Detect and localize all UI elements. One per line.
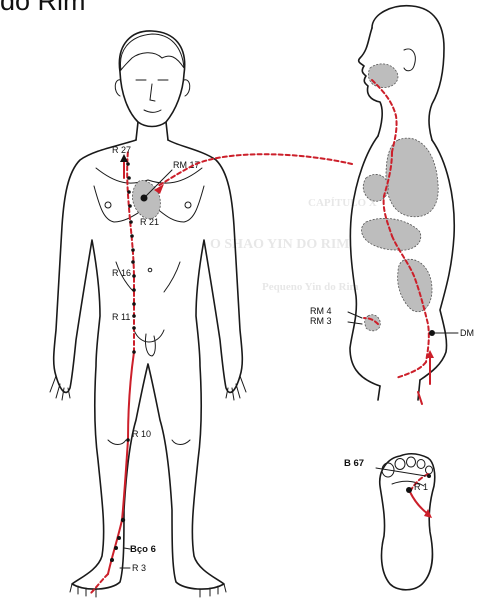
point [127,176,131,180]
intestines [398,259,432,312]
side-torso-front [350,136,380,386]
knees [108,440,190,445]
label-b67: B 67 [344,458,364,469]
side-meridian-throat [372,80,397,152]
point [128,204,132,208]
toe-2 [395,459,405,470]
toe-4 [417,460,425,469]
mouth [144,110,161,112]
point [132,326,136,330]
point [131,248,135,252]
right-pectoral [156,186,204,222]
right-ear [184,80,190,96]
lung [386,138,438,217]
b67-point [427,474,431,478]
ghost-subheading: Pequeno Yin do Rim [262,281,359,293]
toe-5 [426,466,433,474]
point [130,234,134,238]
side-meridian-lower [396,362,426,378]
label-dm: DM [460,328,474,338]
meridian-foot-line [90,574,108,594]
connector-line [158,154,352,186]
meridian-leg-line [108,352,134,574]
label-r1: R 1 [414,482,428,492]
point [117,536,121,540]
dm-point [429,330,435,336]
point [132,314,136,318]
point [126,438,130,442]
ghost-chapter: CAPÍTULO X [308,197,377,209]
label-rm3: RM 3 [310,316,332,326]
label-r10: R 10 [132,429,151,439]
toe-3 [407,457,416,467]
left-nipple [105,202,111,208]
label-bco6: Bço 6 [130,544,156,555]
label-r16: R 16 [112,268,131,278]
label-rm4: RM 4 [310,306,332,316]
nasal-cavity [368,64,398,88]
point [114,546,118,550]
foot-meridian-solid [410,492,428,514]
point [110,558,114,562]
genitals [134,330,164,356]
nose [150,84,155,101]
label-r11: R 11 [112,312,130,322]
foot-arrow-head [424,509,432,518]
lower-leg-leaders [120,548,130,568]
navel [148,268,152,272]
label-r3: R 3 [132,563,146,573]
point [121,518,125,522]
foot-sole-figure [376,454,435,590]
side-ear [404,49,415,71]
point [131,260,135,264]
label-r27: R 27 [112,145,131,155]
point [132,274,136,278]
r1-point [406,487,412,493]
ghost-heading: O SHAO YIN DO RIM [210,237,350,252]
point [132,288,136,292]
point [129,220,133,224]
point [132,302,136,306]
right-nipple [185,202,191,208]
point [126,162,130,166]
right-toes [200,584,226,597]
front-body-figure [50,31,246,597]
side-thighs [378,380,420,400]
point [132,350,136,354]
label-r21: R 21 [140,217,159,227]
point [127,190,131,194]
